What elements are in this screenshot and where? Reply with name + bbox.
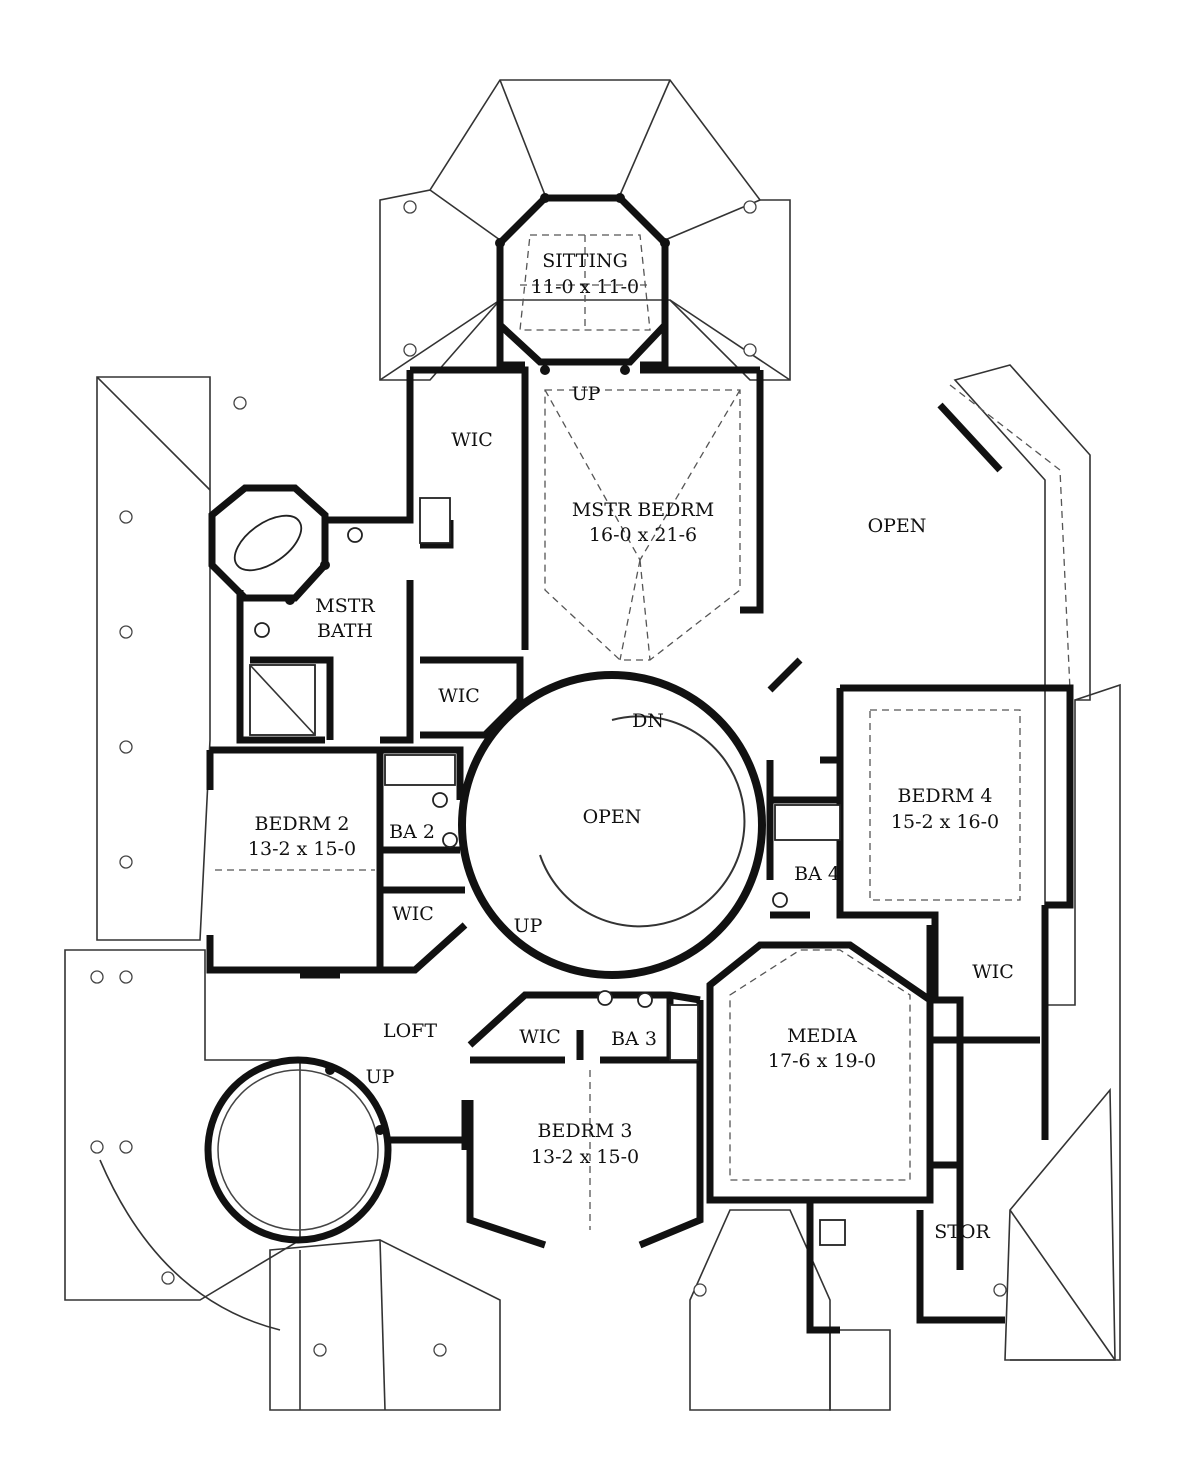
room-dims-bedrm3: 13-2 x 15-0	[531, 1146, 639, 1168]
room-label-wic-b3: WIC	[519, 1026, 561, 1048]
room-label-bedrm4: BEDRM 4	[898, 785, 993, 807]
ceiling-lines	[215, 234, 1071, 1230]
room-label-mstr-bath-2: BATH	[317, 620, 373, 642]
tub-bay	[208, 484, 329, 602]
room-label-wic-top: WIC	[451, 429, 493, 451]
roof-outlines	[64, 79, 1121, 1411]
room-label-bedrm2: BEDRM 2	[255, 813, 350, 835]
room-label-media: MEDIA	[787, 1025, 857, 1047]
fixtures	[249, 497, 846, 1246]
round-tower	[204, 1056, 392, 1244]
room-label-mstr-bedrm: MSTR BEDRM	[572, 499, 714, 521]
room-dims-media: 17-6 x 19-0	[768, 1050, 876, 1072]
columns	[285, 193, 670, 1135]
room-label-mstr-bath-1: MSTR	[315, 595, 375, 617]
room-label-ba4: BA 4	[794, 863, 840, 885]
room-dims-bedrm4: 15-2 x 16-0	[891, 811, 999, 833]
stair-up-tower: UP	[366, 1066, 395, 1088]
room-dims-mstr-bedrm: 16-0 x 21-6	[589, 524, 697, 546]
room-dims-sitting: 11-0 x 11-0	[531, 276, 639, 298]
stair-up-mid: UP	[514, 915, 543, 937]
room-label-wic-b2: WIC	[392, 903, 434, 925]
room-label-stor: STOR	[934, 1221, 990, 1243]
room-label-wic-b4: WIC	[972, 961, 1014, 983]
room-label-wic-bath: WIC	[438, 685, 480, 707]
room-label-ba3: BA 3	[611, 1028, 657, 1050]
room-label-open-center: OPEN	[583, 806, 642, 828]
room-label-sitting: SITTING	[542, 250, 628, 272]
stair-labels: UP DN UP UP	[366, 383, 664, 1088]
room-label-ba2: BA 2	[389, 821, 435, 843]
stair-up-top: UP	[572, 383, 601, 405]
room-label-open-top: OPEN	[868, 515, 927, 537]
room-label-loft: LOFT	[383, 1020, 437, 1042]
room-label-bedrm3: BEDRM 3	[538, 1120, 633, 1142]
walls	[206, 194, 1074, 1334]
room-labels: SITTING 11-0 x 11-0 WIC MSTR BEDRM 16-0 …	[248, 250, 1014, 1243]
room-dims-bedrm2: 13-2 x 15-0	[248, 838, 356, 860]
stair-dn: DN	[632, 710, 664, 732]
roof-markers	[90, 200, 1007, 1357]
